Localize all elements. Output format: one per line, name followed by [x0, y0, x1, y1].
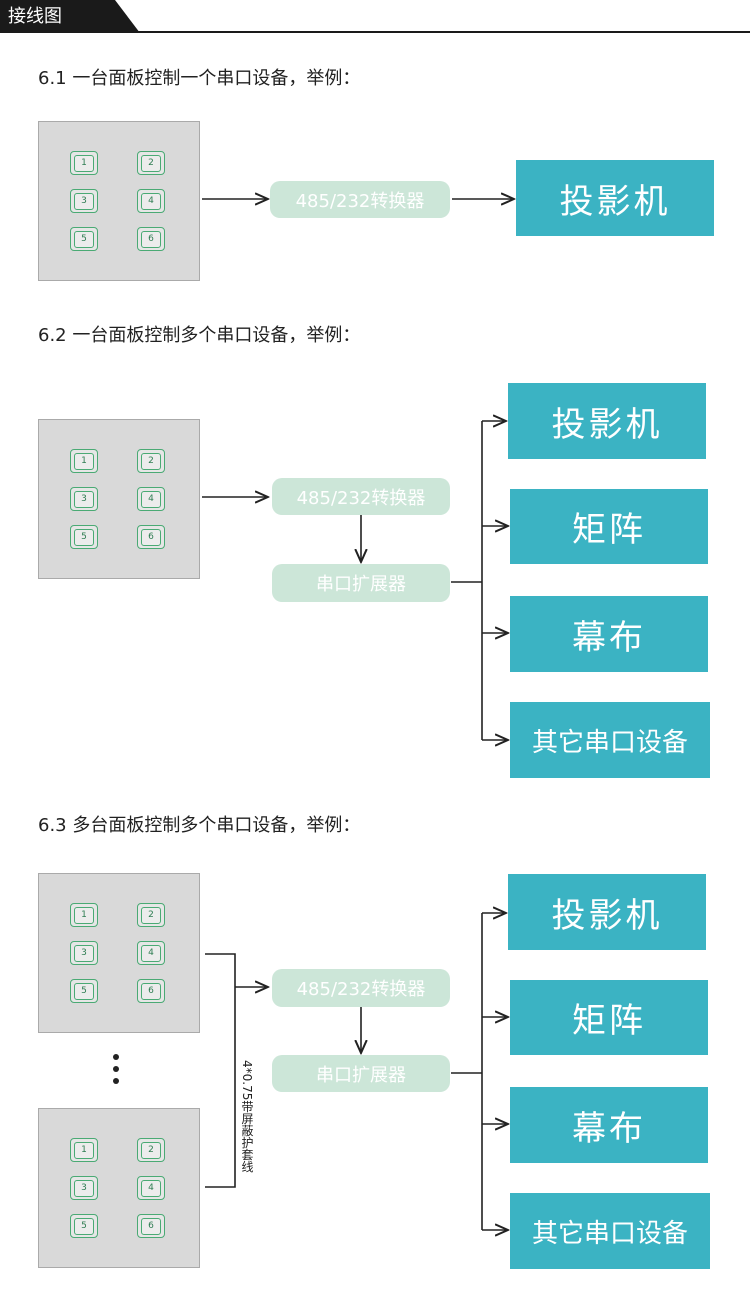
- panel-key-label: 4: [141, 490, 161, 508]
- panel-key: 2: [137, 151, 165, 175]
- panel-key-label: 1: [74, 154, 94, 172]
- panel-key-label: 6: [141, 230, 161, 248]
- panel-key: 5: [70, 525, 98, 549]
- s3-panels-bus: [205, 953, 236, 1188]
- panel-key-label: 4: [141, 944, 161, 962]
- device-other-serial: 其它串口设备: [510, 702, 710, 778]
- panel-key: 3: [70, 189, 98, 213]
- panel-key-label: 1: [74, 906, 94, 924]
- panel-key: 3: [70, 487, 98, 511]
- control-panel: 1 2 3 4 5 6: [38, 1108, 200, 1268]
- panel-key: 4: [137, 189, 165, 213]
- panel-key-label: 3: [74, 490, 94, 508]
- panel-key-label: 2: [141, 906, 161, 924]
- panel-key-label: 6: [141, 1217, 161, 1235]
- panel-key: 2: [137, 1138, 165, 1162]
- panel-key: 4: [137, 487, 165, 511]
- panel-key: 1: [70, 1138, 98, 1162]
- panel-key: 4: [137, 941, 165, 965]
- panel-key: 3: [70, 941, 98, 965]
- ellipsis-dot: [113, 1054, 119, 1060]
- device-screen: 幕布: [510, 1087, 708, 1163]
- converter-box: 485/232转换器: [270, 181, 450, 218]
- device-projector: 投影机: [508, 383, 706, 459]
- panel-key: 5: [70, 227, 98, 251]
- panel-key-label: 2: [141, 1141, 161, 1159]
- device-projector: 投影机: [508, 874, 706, 950]
- panel-key: 5: [70, 1214, 98, 1238]
- expander-box: 串口扩展器: [272, 1055, 450, 1092]
- device-screen: 幕布: [510, 596, 708, 672]
- ellipsis-dot: [113, 1078, 119, 1084]
- panel-key-label: 2: [141, 452, 161, 470]
- panel-key-label: 3: [74, 1179, 94, 1197]
- panel-key-label: 6: [141, 528, 161, 546]
- header-title: 接线图: [8, 6, 62, 27]
- panel-key-label: 4: [141, 1179, 161, 1197]
- device-other-serial: 其它串口设备: [510, 1193, 710, 1269]
- panel-key: 1: [70, 449, 98, 473]
- panel-key-label: 5: [74, 982, 94, 1000]
- device-projector: 投影机: [516, 160, 714, 236]
- panel-key: 1: [70, 903, 98, 927]
- header-tab: 接线图: [0, 0, 140, 33]
- header-divider: [0, 31, 750, 33]
- panel-key-label: 2: [141, 154, 161, 172]
- panel-key: 1: [70, 151, 98, 175]
- section-1-title: 6.1 一台面板控制一个串口设备，举例：: [38, 68, 361, 89]
- panel-key: 5: [70, 979, 98, 1003]
- panel-key: 3: [70, 1176, 98, 1200]
- panel-key: 6: [137, 1214, 165, 1238]
- panel-key: 6: [137, 525, 165, 549]
- panel-key-label: 5: [74, 230, 94, 248]
- panel-key-label: 3: [74, 944, 94, 962]
- panel-key: 6: [137, 227, 165, 251]
- panel-key: 2: [137, 449, 165, 473]
- cable-label: 4*0.75带屏蔽护套线: [240, 1060, 254, 1173]
- converter-box: 485/232转换器: [272, 478, 450, 515]
- expander-box: 串口扩展器: [272, 564, 450, 602]
- panel-key: 4: [137, 1176, 165, 1200]
- section-2-title: 6.2 一台面板控制多个串口设备，举例：: [38, 325, 361, 346]
- panel-key-label: 5: [74, 1217, 94, 1235]
- control-panel: 1 2 3 4 5 6: [38, 419, 200, 579]
- control-panel: 1 2 3 4 5 6: [38, 121, 200, 281]
- device-matrix: 矩阵: [510, 489, 708, 564]
- panel-key-label: 6: [141, 982, 161, 1000]
- converter-box: 485/232转换器: [272, 969, 450, 1007]
- panel-key-label: 3: [74, 192, 94, 210]
- control-panel: 1 2 3 4 5 6: [38, 873, 200, 1033]
- ellipsis-dot: [113, 1066, 119, 1072]
- section-3-title: 6.3 多台面板控制多个串口设备，举例：: [38, 815, 361, 836]
- panel-key-label: 4: [141, 192, 161, 210]
- panel-key-label: 5: [74, 528, 94, 546]
- panel-key: 6: [137, 979, 165, 1003]
- panel-key: 2: [137, 903, 165, 927]
- panel-key-label: 1: [74, 1141, 94, 1159]
- device-matrix: 矩阵: [510, 980, 708, 1055]
- panel-key-label: 1: [74, 452, 94, 470]
